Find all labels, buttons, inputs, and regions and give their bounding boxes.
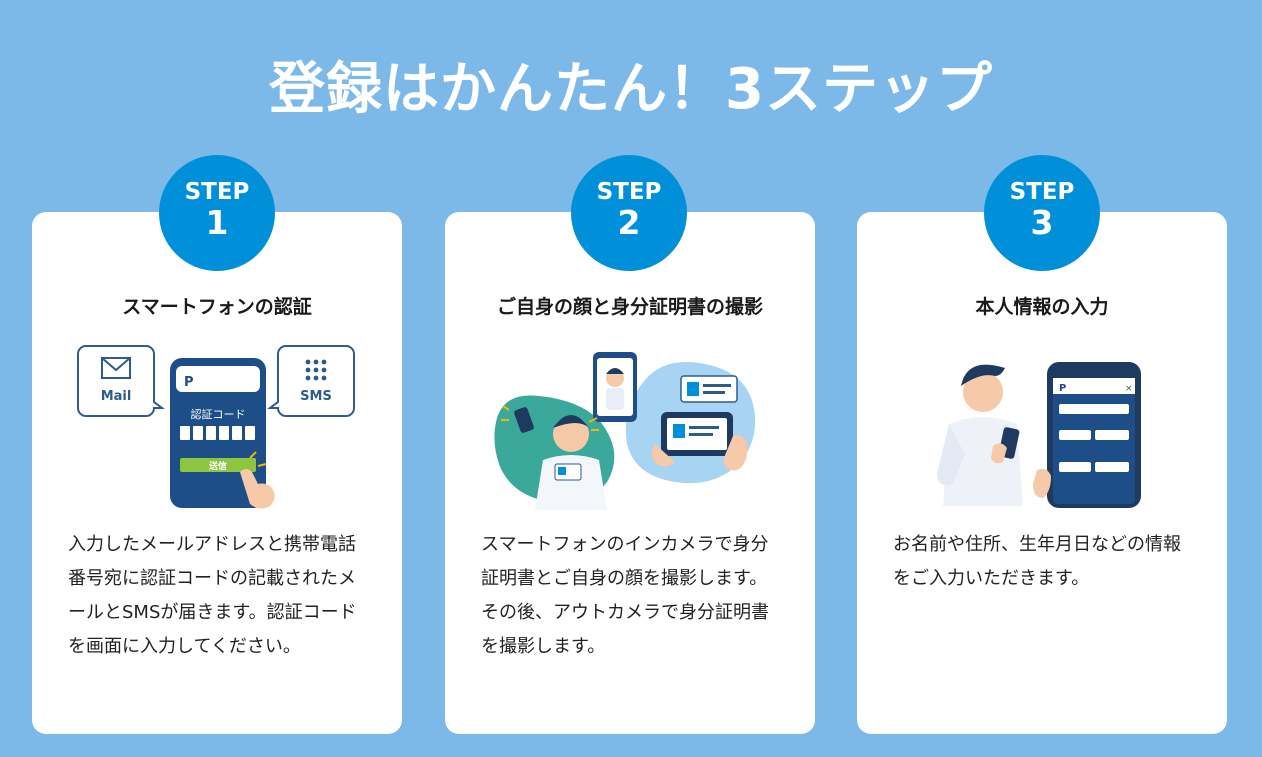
step-description: 入力したメールアドレスと携帯電話番号宛に認証コードの記載されたメールとSMSが届… — [68, 534, 357, 657]
send-label: 送信 — [208, 460, 227, 472]
svg-text:P: P — [1059, 383, 1066, 394]
svg-text:×: × — [1125, 384, 1133, 394]
step-description: お名前や住所、生年月日などの情報をご入力いただきます。 — [893, 534, 1181, 589]
step-badge-1: STEP 1 — [159, 155, 275, 271]
step-badge-label: STEP — [184, 179, 250, 205]
sms-bubble: SMS — [267, 345, 355, 417]
step-badge-number: 1 — [205, 203, 229, 242]
mail-label: Mail — [101, 389, 132, 404]
step-card-3: 本人情報の入力 P × お名前や住所、生年月日などの情報をご入力いただきます。 — [857, 212, 1227, 734]
step-card-2: ご自身の顔と身分証明書の撮影 スマートフォンのインカメラで身分証明書とご自身の顔… — [445, 212, 815, 734]
grid-dots-icon — [305, 359, 327, 381]
page-title: 登録はかんたん！3ステップ — [269, 56, 993, 122]
step-card-1: スマートフォンの認証 Mail SMS P 認証コ — [32, 212, 402, 734]
phone-verification-illustration: Mail SMS P 認証コード — [77, 345, 355, 509]
sms-label: SMS — [300, 389, 332, 404]
step-badge-label: STEP — [1009, 179, 1075, 205]
svg-text:P: P — [184, 375, 194, 390]
step-description: スマートフォンのインカメラで身分証明書とご自身の顔を撮影します。その後、アウトカ… — [481, 534, 769, 657]
code-label: 認証コード — [191, 407, 246, 421]
step-badge-label: STEP — [596, 179, 662, 205]
step-heading: 本人情報の入力 — [975, 296, 1109, 318]
photo-id-illustration — [494, 352, 756, 510]
mail-bubble: Mail — [77, 345, 165, 417]
step-badge-number: 3 — [1030, 203, 1054, 242]
personal-info-illustration: P × — [937, 362, 1141, 508]
step-badge-number: 2 — [617, 203, 641, 242]
step-badge-2: STEP 2 — [571, 155, 687, 271]
mail-icon — [101, 357, 131, 379]
step-heading: ご自身の顔と身分証明書の撮影 — [496, 296, 763, 318]
step-badge-3: STEP 3 — [984, 155, 1100, 271]
step-heading: スマートフォンの認証 — [122, 296, 312, 318]
